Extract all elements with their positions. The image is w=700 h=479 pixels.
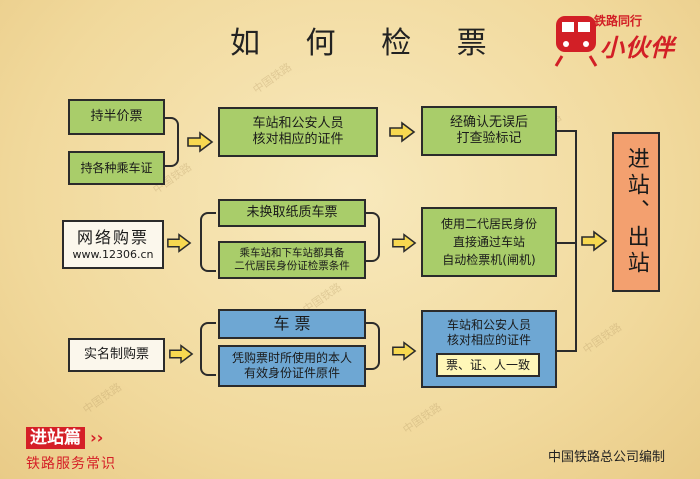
no-paper-ticket-label: 未换取纸质车票 [246,204,338,220]
footer-subtitle: 铁路服务常识 [26,456,116,472]
logo-big-text: 小伙伴 [600,34,675,62]
bracket-mid-right [366,212,380,262]
stamp-label: 经确认无误后 打查验标记 [449,114,528,146]
arrow-icon [392,341,417,361]
realname-box: 实名制购票 [68,338,165,372]
footer-brand: 进站篇 ›› 铁路服务常识 [26,427,116,473]
connector-line [557,242,575,244]
arrow-icon [187,131,214,153]
connector-line [575,130,577,352]
realname-label: 实名制购票 [83,346,149,362]
verify-docs2-label: 车站和公安人员 核对相应的证件 [446,318,531,347]
arrow-icon [392,233,417,253]
half-price-box: 持半价票 [68,99,165,135]
final-box: 进站、出站 [612,132,660,292]
half-price-label: 持半价票 [90,108,143,124]
no-paper-ticket-box: 未换取纸质车票 [218,199,366,227]
logo: 铁路同行 小伙伴 [552,10,692,72]
footer-badge: 进站篇 [26,427,85,449]
arrow-icon [389,121,416,143]
consistency-box: 票、证、人一致 [436,353,540,377]
arrow-icon [167,233,192,253]
connector-line [557,350,575,352]
id-conditions-box: 乘车站和下车站都具备 二代居民身份证检票条件 [218,241,366,279]
ticket-box: 车 票 [218,309,366,339]
arrow-icon [581,230,608,252]
bracket-top-left [165,117,179,167]
passes-box: 持各种乘车证 [68,151,165,185]
bracket-mid-online [200,212,216,272]
consistency-label: 票、证、人一致 [445,358,530,372]
stamp-box: 经确认无误后 打查验标记 [421,106,557,156]
connector-line [557,130,575,132]
online-label: 网络购票 [76,227,149,247]
id-gate-label: 使用二代居民身份 直接通过车站 自动检票机(闸机) [440,217,537,267]
id-conditions-label: 乘车站和下车站都具备 二代居民身份证检票条件 [234,246,350,272]
bracket-mid-realname [200,322,216,376]
id-gate-box: 使用二代居民身份 直接通过车站 自动检票机(闸机) [421,207,557,277]
passes-label: 持各种乘车证 [80,160,153,175]
page-title: 如 何 检 票 [230,26,505,61]
online-url: www.12306.cn [72,247,154,261]
bracket-mid-right-2 [366,322,380,370]
online-box: 网络购票 www.12306.cn [62,220,164,269]
original-id-label: 凭购票时所使用的本人 有效身份证件原件 [231,351,352,380]
logo-small-text: 铁路同行 [594,14,643,28]
chevron-right-icon: ›› [90,428,104,447]
train-icon [554,16,598,67]
arrow-icon [169,344,194,364]
footer-credit: 中国铁路总公司编制 [548,450,666,465]
final-label: 进站、出站 [623,147,649,277]
verify-docs-box: 车站和公安人员 核对相应的证件 [218,107,378,157]
verify-docs-label: 车站和公安人员 核对相应的证件 [252,115,344,147]
original-id-box: 凭购票时所使用的本人 有效身份证件原件 [218,345,366,387]
ticket-label: 车 票 [273,314,311,333]
